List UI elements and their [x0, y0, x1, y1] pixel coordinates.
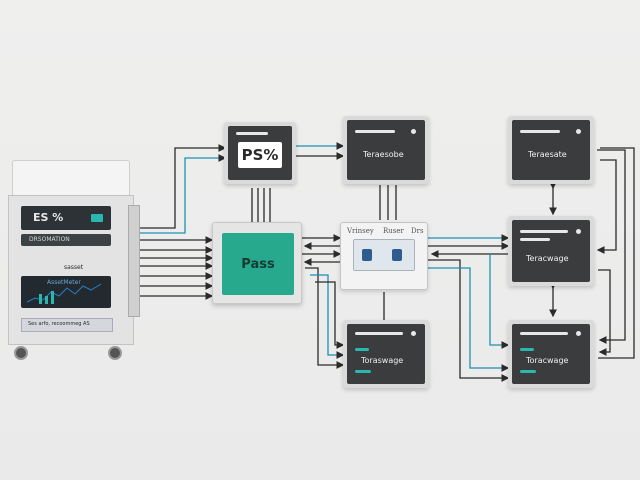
cabinet-graph	[26, 283, 102, 304]
cabinet-screen-title: ES %	[33, 211, 64, 224]
wire-cabinet-ps-2	[135, 154, 227, 234]
card-bottom-right: Toracwage	[508, 320, 594, 388]
server-cabinet: ES % DRSOMATION sasset AssetMeter Ses ar…	[8, 160, 140, 360]
ps-box-bar	[236, 132, 268, 135]
ps-box: PS%	[224, 122, 296, 184]
card-bottom-mid-bar-1	[355, 332, 403, 335]
card-bottom-right-bar-2	[520, 348, 534, 351]
card-top-mid: Teraesobe	[343, 116, 429, 184]
card-top-mid-dot	[411, 129, 416, 134]
card-top-right-bar	[520, 130, 560, 133]
card-bottom-right-frame: Toracwage	[512, 324, 590, 384]
cabinet-label-bar: DRSOMATION	[21, 234, 111, 246]
cabinet-side-rack	[128, 205, 140, 317]
pass-box: Pass	[212, 222, 302, 304]
card-mid-right: Teracwage	[508, 216, 594, 286]
ps-box-screen: PS%	[238, 142, 282, 168]
card-mid-right-frame: Teracwage	[512, 220, 590, 282]
wire-cabinet-ps-1	[135, 144, 227, 229]
card-top-right: Teraesate	[508, 116, 594, 184]
wire-pass-bottommid-3	[315, 281, 345, 349]
switch-label-2: Ruser	[383, 227, 404, 235]
cabinet-mid-label: sasset	[64, 264, 84, 271]
wire-switch-bottomright-1	[428, 259, 510, 382]
switch-port-2	[392, 249, 402, 261]
wire-pass-bottommid-2	[310, 274, 345, 359]
card-bottom-right-label: Toracwage	[526, 356, 569, 365]
card-bottom-right-bar-1	[520, 332, 568, 335]
cabinet-body: ES % DRSOMATION sasset AssetMeter Ses ar…	[8, 195, 134, 345]
card-bottom-mid-dot	[411, 331, 416, 336]
card-bottom-mid-frame: Toraswage	[347, 324, 425, 384]
card-mid-right-bar-2	[520, 238, 550, 241]
cabinet-wheel-right	[108, 346, 122, 360]
card-top-right-frame: Teraesate	[512, 120, 590, 180]
card-top-right-label: Teraesate	[528, 150, 567, 159]
ps-box-frame: PS%	[228, 126, 292, 180]
card-mid-right-dot	[576, 229, 581, 234]
wire-right-loop-3	[598, 269, 611, 356]
switch-label-3: Drs	[411, 227, 424, 235]
cabinet-graph-screen: AssetMeter	[21, 276, 111, 308]
card-top-right-dot	[576, 129, 581, 134]
card-bottom-mid: Toraswage	[343, 320, 429, 388]
wire-midright-bottomright	[489, 254, 510, 349]
pass-box-screen: Pass	[222, 233, 294, 295]
switch-label-1: Vrinsey	[347, 227, 374, 235]
card-bottom-right-dot	[576, 331, 581, 336]
wire-right-loop-1	[597, 149, 626, 344]
network-switch: Vrinsey Ruser Drs	[340, 222, 428, 290]
card-top-mid-label: Teraesobe	[363, 150, 404, 159]
switch-port-panel	[353, 239, 415, 271]
pass-box-text: Pass	[241, 256, 275, 272]
cabinet-top	[12, 160, 130, 197]
cabinet-led	[91, 214, 103, 222]
card-top-mid-bar	[355, 130, 395, 133]
wire-pass-bottommid-1	[305, 267, 345, 369]
wire-right-loop-2	[596, 159, 617, 254]
cabinet-graph-label: AssetMeter	[47, 279, 81, 286]
ps-box-text: PS%	[241, 146, 279, 164]
cabinet-bottom-strip: Ses arfo, recoommeg AS	[21, 318, 113, 332]
cabinet-bottom-label: Ses arfo, recoommeg AS	[28, 321, 90, 327]
switch-port-1	[362, 249, 372, 261]
card-bottom-mid-bar-2	[355, 348, 369, 351]
wire-switch-bottomright-2	[428, 267, 510, 372]
card-bottom-mid-bar-3	[355, 370, 371, 373]
card-bottom-right-bar-3	[520, 370, 536, 373]
card-mid-right-label: Teracwage	[526, 254, 569, 263]
cabinet-wheel-left	[14, 346, 28, 360]
card-mid-right-bar-1	[520, 230, 568, 233]
cabinet-top-panel: ES %	[21, 206, 111, 230]
card-top-mid-frame: Teraesobe	[347, 120, 425, 180]
cabinet-bar-label: DRSOMATION	[29, 236, 70, 243]
card-bottom-mid-label: Toraswage	[361, 356, 404, 365]
wire-right-loop-4	[598, 147, 635, 359]
